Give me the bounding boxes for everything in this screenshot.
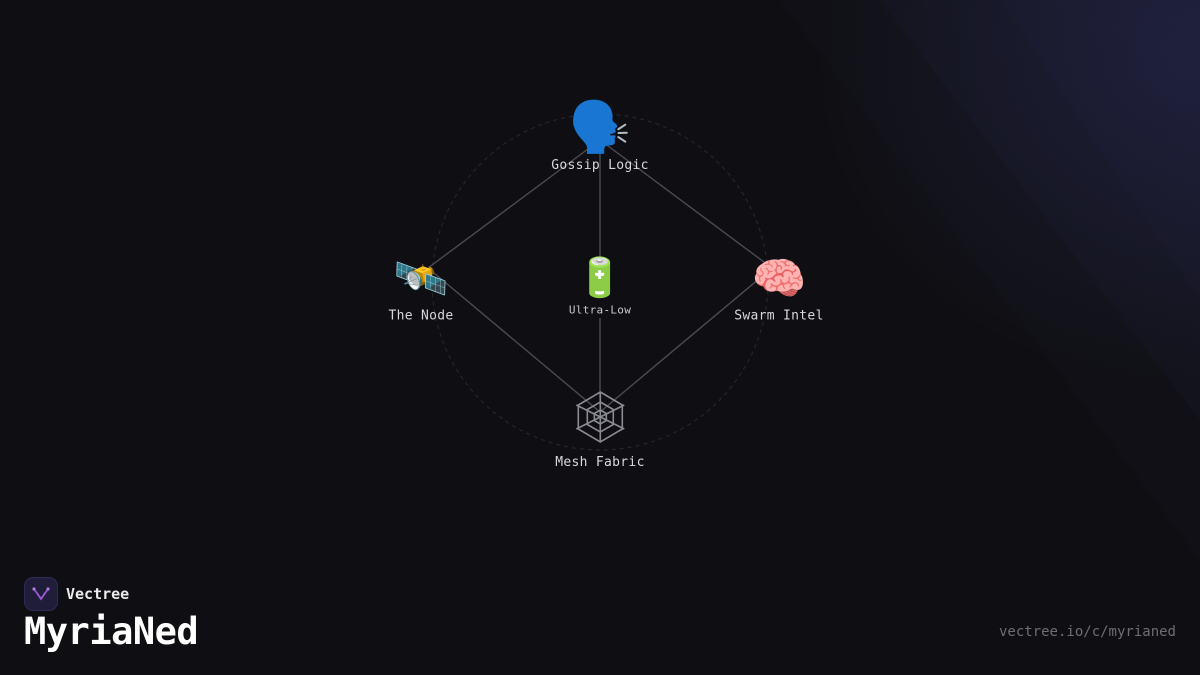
vectree-logo-icon	[24, 577, 58, 611]
node-label: The Node	[388, 308, 454, 324]
node-gossip-logic: 🗣️ Gossip Logic	[551, 103, 649, 173]
brain-icon: 🧠	[751, 252, 807, 305]
edge-right-bottom	[599, 267, 773, 413]
edge-top-right	[599, 139, 773, 269]
node-swarm-intel: 🧠 Swarm Intel	[734, 257, 823, 324]
satellite-icon: 🛰️	[393, 252, 449, 305]
battery-icon: 🔋	[576, 256, 624, 301]
source-url[interactable]: vectree.io/c/myrianed	[998, 624, 1176, 640]
edge-left-bottom	[427, 267, 601, 413]
node-the-node: 🛰️ The Node	[388, 257, 453, 324]
page-title: MyriaNed	[24, 610, 199, 653]
node-label: Mesh Fabric	[555, 455, 645, 470]
node-label: Swarm Intel	[734, 308, 824, 324]
node-label: Ultra-Low	[568, 303, 632, 317]
edge-top-left	[427, 139, 601, 269]
node-ultra-low: 🔋 Ultra-Low	[569, 260, 631, 317]
node-label: Gossip Logic	[551, 158, 649, 173]
brand-name: Vectree	[66, 585, 130, 603]
node-mesh-fabric: Mesh Fabric	[555, 390, 644, 470]
brand: Vectree	[24, 577, 129, 611]
speaking-head-icon: 🗣️	[568, 99, 632, 157]
orbit-ring	[431, 113, 769, 451]
spider-web-icon	[555, 390, 644, 447]
